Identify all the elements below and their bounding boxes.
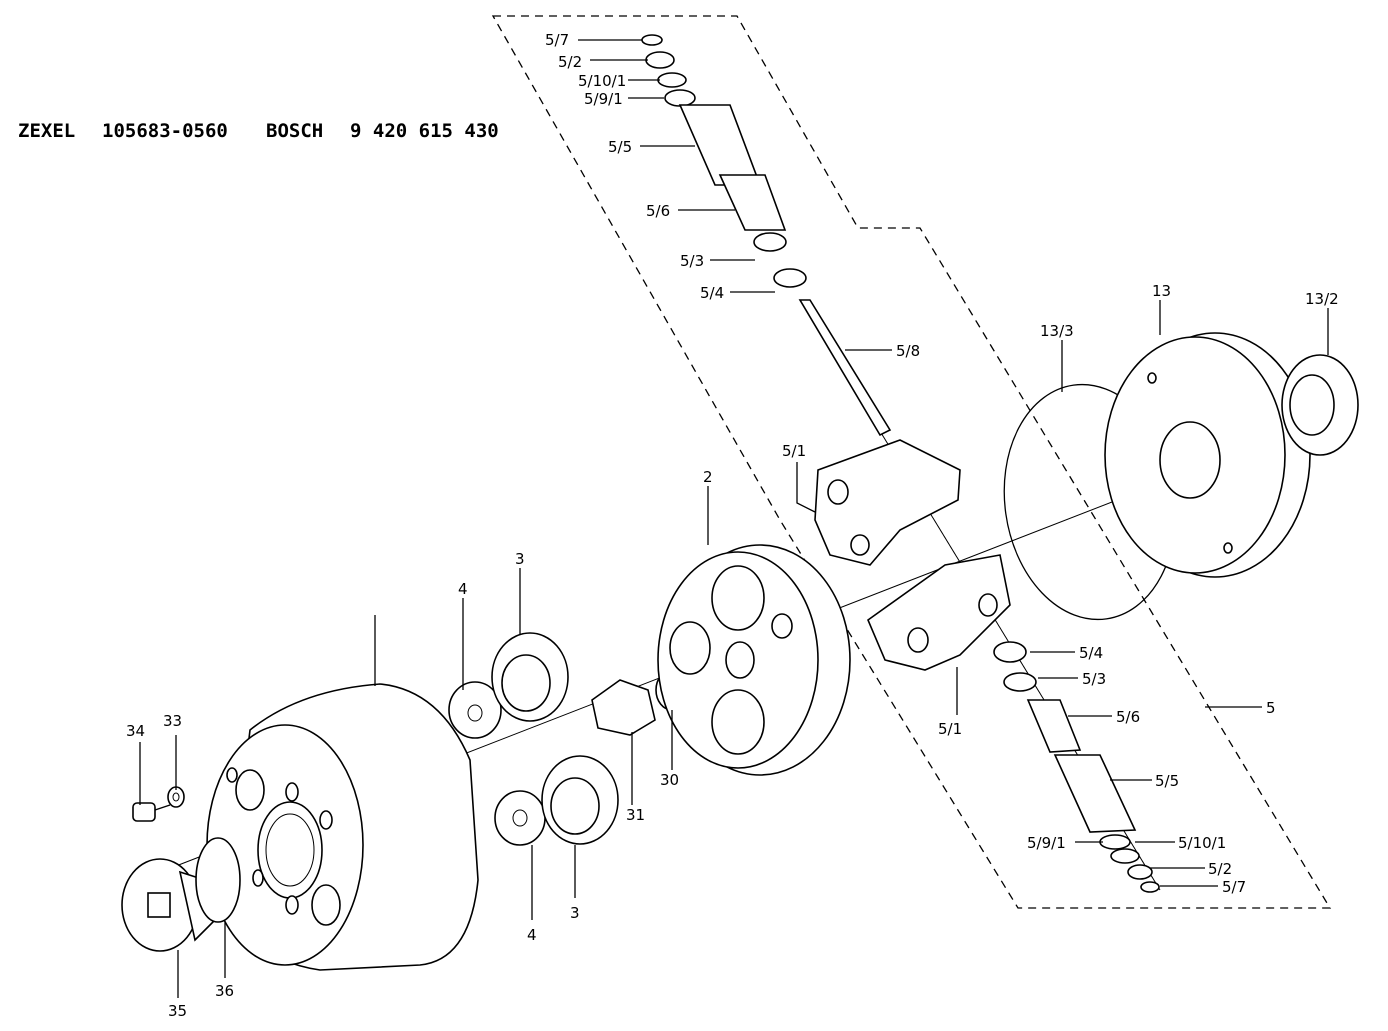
valve-body-5-1-bottom	[867, 554, 1011, 671]
label-5-3-top: 5/3	[680, 252, 704, 270]
label-5-7-top: 5/7	[545, 31, 569, 49]
label-13: 13	[1152, 282, 1171, 300]
label-36: 36	[215, 982, 234, 1000]
seal-13-2	[1281, 354, 1359, 456]
screw-34	[132, 802, 171, 822]
brand-bosch: BOSCH	[266, 120, 323, 142]
valve-stack-top	[641, 34, 892, 437]
part-labels: 5/7 5/2 5/10/1 5/9/1 5/5 5/6 5/3 5/4 5/8…	[126, 31, 1339, 1020]
label-13-3: 13/3	[1040, 322, 1074, 340]
label-5-10-1-bottom: 5/10/1	[1178, 834, 1226, 852]
label-31: 31	[626, 806, 645, 824]
fitting-31	[591, 679, 656, 736]
label-5-2-bottom: 5/2	[1208, 860, 1232, 878]
label-34: 34	[126, 722, 145, 740]
label-5-10-1-top: 5/10/1	[578, 72, 626, 90]
brand-zexel: ZEXEL	[18, 120, 75, 142]
label-5-7-bottom: 5/7	[1222, 878, 1246, 896]
label-5-8: 5/8	[896, 342, 920, 360]
piston-4-top	[448, 681, 502, 739]
part-number-bosch: 9 420 615 430	[350, 120, 499, 142]
label-33: 33	[163, 712, 182, 730]
label-5-6-top: 5/6	[646, 202, 670, 220]
label-5-4-top: 5/4	[700, 284, 724, 302]
label-5-9-1-top: 5/9/1	[584, 90, 623, 108]
piston-4-bottom	[494, 790, 546, 846]
part-number-zexel: 105683-0560	[102, 120, 228, 142]
label-3-bottom: 3	[570, 904, 580, 922]
label-5-4-bottom: 5/4	[1079, 644, 1103, 662]
label-4-bottom: 4	[527, 926, 537, 944]
label-5-5-top: 5/5	[608, 138, 632, 156]
leader-lines	[139, 39, 1329, 998]
label-4-top: 4	[458, 580, 468, 598]
valve-stack-bottom	[993, 641, 1160, 893]
label-5: 5	[1266, 699, 1276, 717]
label-5-5-bottom: 5/5	[1155, 772, 1179, 790]
label-2: 2	[703, 468, 713, 486]
cover-13	[1104, 332, 1311, 578]
label-5-9-1-bottom: 5/9/1	[1027, 834, 1066, 852]
label-5-6-bottom: 5/6	[1116, 708, 1140, 726]
label-5-3-bottom: 5/3	[1082, 670, 1106, 688]
valve-body-5-1-top	[814, 439, 961, 566]
label-35: 35	[168, 1002, 187, 1020]
cam-disc-2	[657, 544, 851, 776]
pump-housing	[206, 615, 479, 971]
label-13-2: 13/2	[1305, 290, 1339, 308]
label-30: 30	[660, 771, 679, 789]
label-3-top: 3	[515, 550, 525, 568]
header: ZEXEL 105683-0560 BOSCH 9 420 615 430	[18, 120, 499, 142]
o-ring-36	[195, 837, 241, 923]
label-5-2-top: 5/2	[558, 53, 582, 71]
label-5-1-top: 5/1	[782, 442, 806, 460]
label-5-1-bottom: 5/1	[938, 720, 962, 738]
